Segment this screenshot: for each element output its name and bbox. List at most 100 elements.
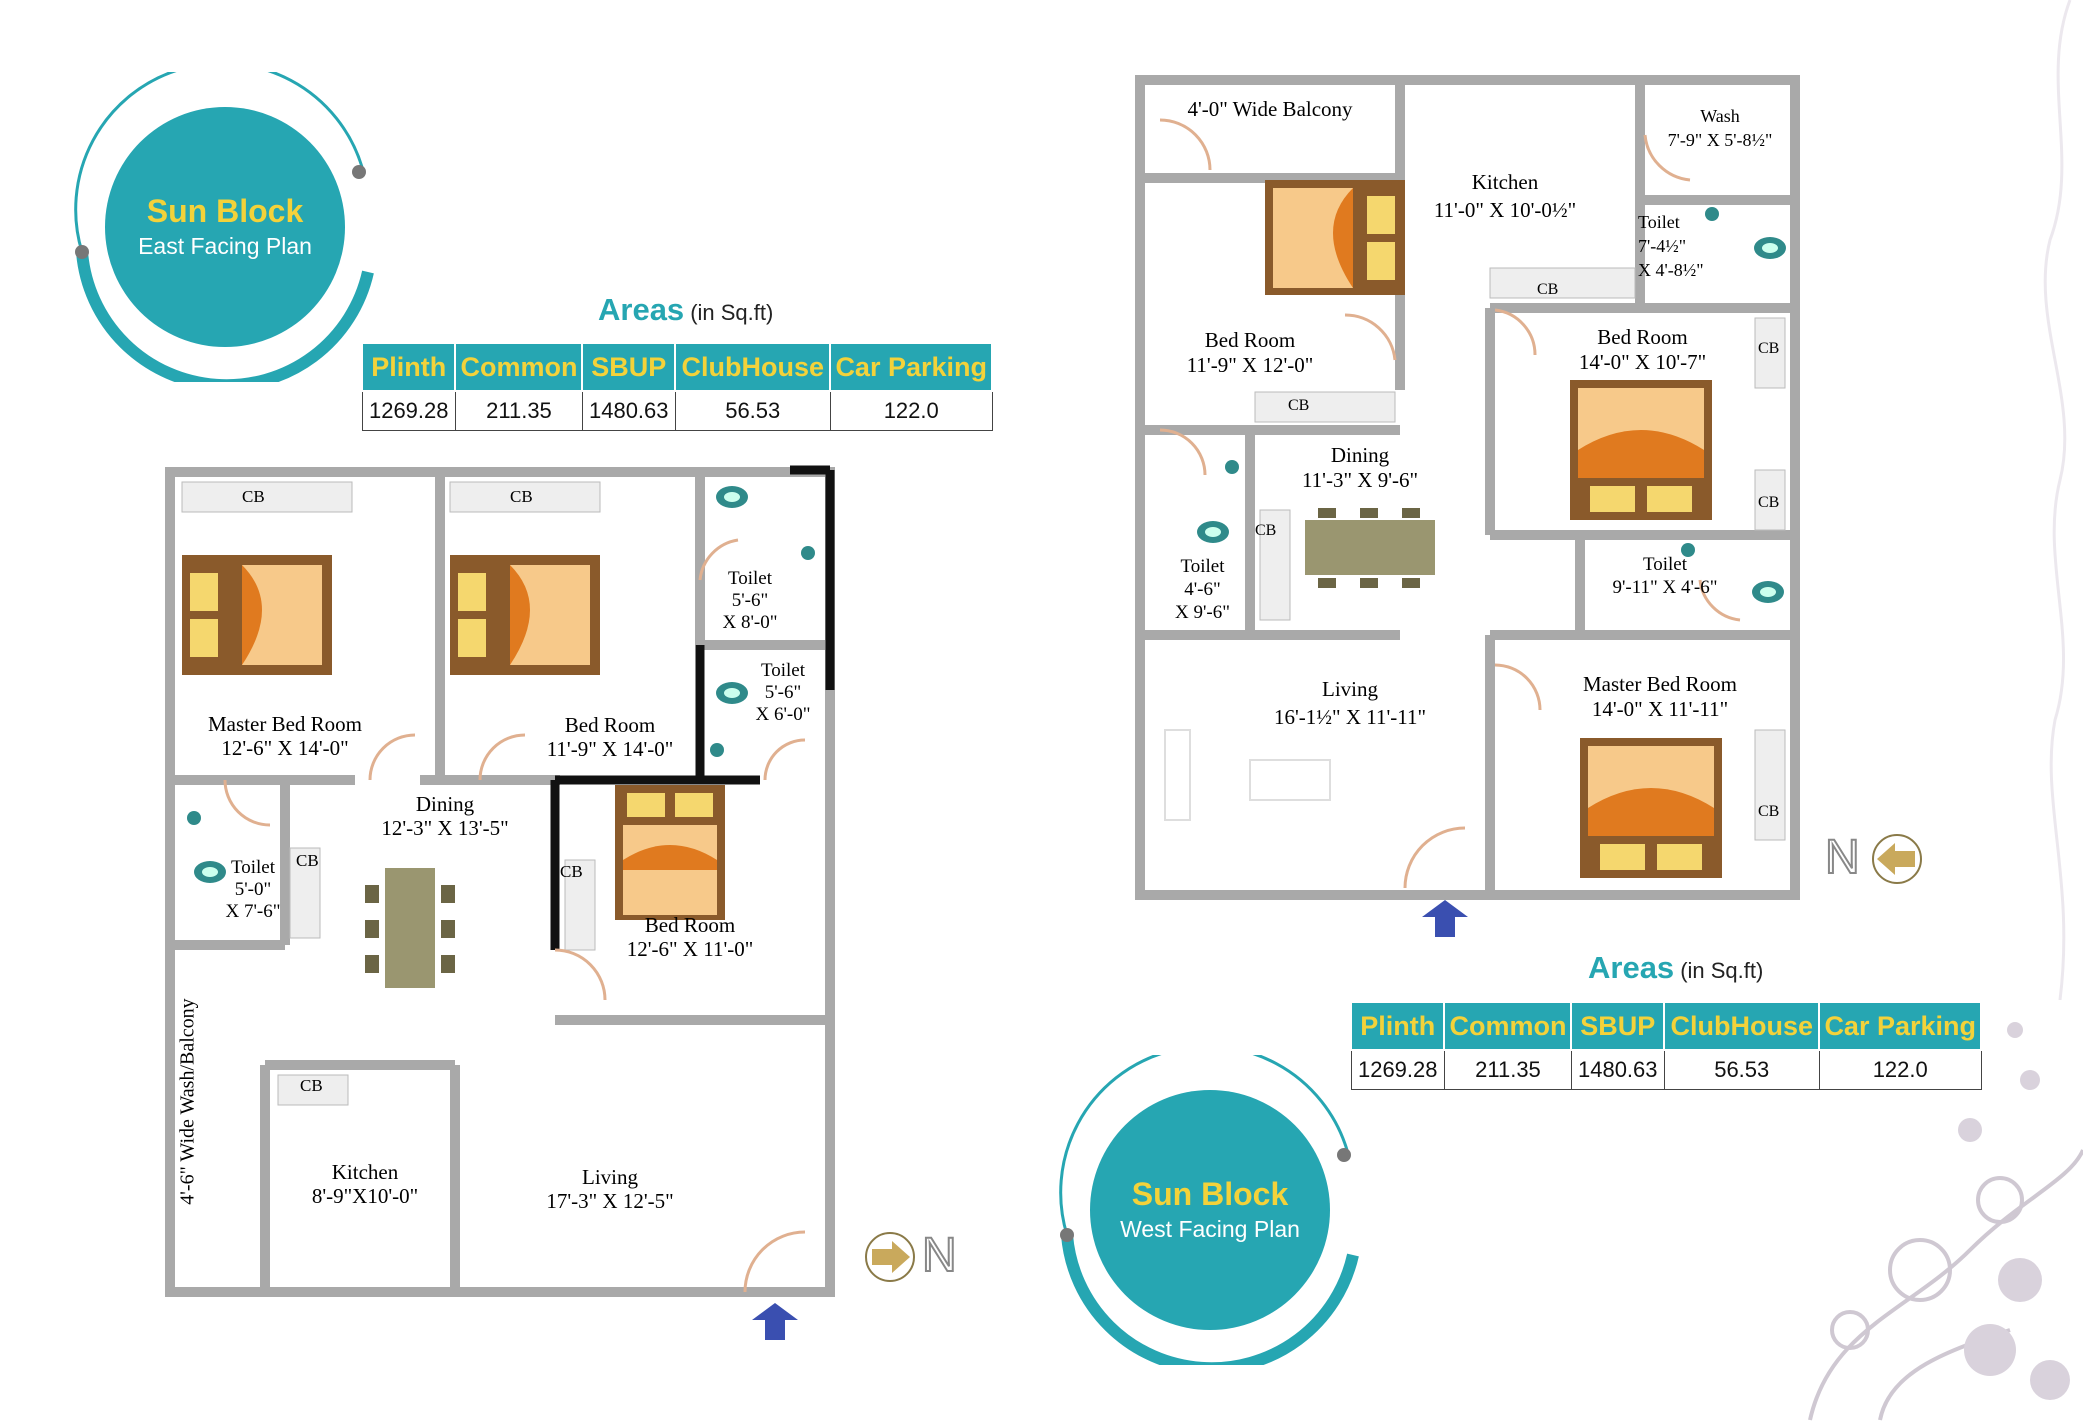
east-bed2-icon: [615, 785, 725, 920]
west-toilet1-dim1: 7'-4½": [1638, 236, 1687, 256]
east-badge: Sun Block East Facing Plan: [70, 72, 380, 382]
east-dining-size: 12'-3" X 13'-5": [381, 816, 509, 840]
east-cb-label-3: CB: [296, 851, 319, 870]
east-black-walls: [550, 465, 835, 950]
west-areas-table: Plinth Common SBUP ClubHouse Car Parking…: [1349, 1001, 1982, 1090]
east-bed2-name: Bed Room: [644, 913, 736, 937]
west-living-name: Living: [1322, 677, 1378, 701]
east-badge-title: Sun Block: [146, 192, 304, 229]
east-toilet3-label: Toilet 5'-0" X 7'-6": [213, 857, 293, 923]
west-toilet2-wc-icon: [1197, 521, 1229, 543]
east-cb-label-4: CB: [560, 862, 583, 881]
east-wardrobes: [181, 481, 601, 1106]
east-toilet3-dim1: 5'-0": [234, 879, 272, 900]
east-areas-col-clubhouse: ClubHouse: [674, 342, 832, 392]
west-areas-val-plinth: 1269.28: [1350, 1049, 1445, 1090]
west-north-indicator: N: [1824, 830, 1935, 885]
west-toilet2-label: Toilet 4'-6" X 9'-6": [1155, 555, 1250, 624]
east-badge-disc: Sun Block East Facing Plan: [105, 107, 345, 347]
east-areas-val-clubhouse: 56.53: [674, 390, 831, 431]
west-cb-label-3: CB: [1758, 340, 1780, 357]
west-master-bed-icon: [1580, 738, 1722, 878]
west-bed2-size: 14'-0" X 10'-7": [1578, 350, 1707, 374]
east-kitchen-name: Kitchen: [331, 1160, 399, 1184]
east-toilet3-dim2: X 7'-6": [225, 901, 281, 922]
east-areas-header-row: Plinth Common SBUP ClubHouse Car Parking: [360, 342, 993, 392]
west-toilet2-name: Toilet: [1180, 556, 1225, 577]
east-toilet2-label: Toilet 5'-6" X 6'-0": [738, 660, 828, 726]
east-areas-value-row: 1269.28 211.35 1480.63 56.53 122.0: [361, 390, 993, 431]
west-master-bed-label: Master Bed Room 14'-0" X 11'-11": [1545, 672, 1775, 722]
east-cb-label-5: CB: [300, 1076, 323, 1095]
east-areas-val-common: 211.35: [454, 390, 583, 431]
west-walls: [1135, 75, 1800, 900]
east-walls: [165, 467, 835, 1297]
east-bed1-label: Bed Room 11'-9" X 14'-0": [500, 713, 720, 761]
east-kitchen-label: Kitchen 8'-9"X10'-0": [285, 1160, 445, 1208]
east-toilet2-basin-icon: [710, 743, 724, 757]
west-kitchen-label: Kitchen 11'-0" X 10'-0½": [1420, 168, 1590, 224]
west-badge-subtitle: West Facing Plan: [1120, 1216, 1300, 1243]
west-north-label: N: [1824, 830, 1861, 885]
floral-decoration: [1808, 1022, 2083, 1421]
west-areas-header-row: Plinth Common SBUP ClubHouse Car Parking: [1349, 1001, 1982, 1051]
west-bed1-label: Bed Room 11'-9" X 12'-0": [1160, 328, 1340, 378]
west-bed1-size: 11'-9" X 12'-0": [1186, 353, 1314, 377]
west-areas-col-sbup: SBUP: [1570, 1001, 1666, 1051]
west-bed1-icon: [1265, 180, 1405, 295]
west-areas-col-clubhouse: ClubHouse: [1663, 1001, 1821, 1051]
west-areas-val-car-parking: 122.0: [1818, 1049, 1982, 1090]
west-cb-label-2: CB: [1288, 397, 1310, 414]
west-toilet3-wc-icon: [1752, 581, 1784, 603]
west-cb-label-1: CB: [1537, 281, 1559, 298]
east-living-size: 17'-3" X 12'-5": [546, 1189, 674, 1213]
east-areas-col-common: Common: [454, 342, 584, 392]
east-toilet1-dim1: 5'-6": [731, 590, 769, 611]
west-areas-val-common: 211.35: [1443, 1049, 1572, 1090]
east-toilet2-dim2: X 6'-0": [755, 704, 811, 725]
east-areas-heading: Areas(in Sq.ft): [598, 292, 773, 328]
east-areas-col-plinth: Plinth: [360, 342, 457, 392]
west-toilet1-basin-icon: [1705, 207, 1719, 221]
east-floor-plan: [165, 465, 835, 1340]
west-toilet3-basin-icon: [1681, 543, 1695, 557]
west-toilet2-basin-icon: [1225, 460, 1239, 474]
east-areas-val-car-parking: 122.0: [829, 390, 993, 431]
west-toilet3-name: Toilet: [1642, 554, 1688, 575]
west-cb-label-5: CB: [1255, 522, 1277, 539]
west-master-bed-name: Master Bed Room: [1583, 672, 1737, 696]
east-toilet1-dim2: X 8'-0": [722, 612, 778, 633]
east-bed1-icon: [450, 555, 600, 675]
west-dining-size: 11'-3" X 9'-6": [1301, 468, 1419, 492]
west-floor-plan: [1135, 75, 1800, 937]
east-dining-table-icon: [365, 868, 455, 988]
east-dining-label: Dining 12'-3" X 13'-5": [360, 792, 530, 840]
west-toilet1-label: Toilet 7'-4½" X 4'-8½": [1638, 210, 1718, 282]
east-toilet2-name: Toilet: [760, 660, 806, 681]
west-toilet2-dim2: X 9'-6": [1175, 602, 1230, 623]
west-toilet1-wc-icon: [1754, 237, 1786, 259]
east-toilet3-basin-icon: [187, 811, 201, 825]
west-areas-heading: Areas(in Sq.ft): [1588, 950, 1763, 986]
floral-edge-decoration: [2043, 0, 2072, 1000]
east-north-label: N: [921, 1228, 958, 1283]
east-bed2-size: 12'-6" X 11'-0": [626, 937, 754, 961]
east-areas-unit: (in Sq.ft): [690, 300, 774, 325]
east-balcony-label: 4'-6" Wide Wash/Balcony: [176, 998, 199, 1205]
east-door-swings: [223, 538, 806, 1293]
east-toilet1-wc-icon: [716, 486, 748, 508]
east-bed1-name: Bed Room: [564, 713, 656, 737]
west-wash-label: Wash 7'-9" X 5'-8½": [1650, 104, 1790, 152]
east-master-bed-icon: [182, 555, 332, 675]
west-living-size: 16'-1½" X 11'-11": [1273, 705, 1427, 729]
west-bed1-name: Bed Room: [1204, 328, 1296, 352]
west-toilet1-name: Toilet: [1638, 212, 1680, 232]
west-bed2-label: Bed Room 14'-0" X 10'-7": [1550, 325, 1735, 375]
east-master-bed-name: Master Bed Room: [208, 712, 362, 736]
west-toilet1-dim2: X 4'-8½": [1638, 260, 1704, 280]
west-wash-size: 7'-9" X 5'-8½": [1667, 130, 1773, 150]
west-badge-title: Sun Block: [1131, 1175, 1289, 1212]
west-toilet3-size: 9'-11" X 4'-6": [1612, 577, 1718, 598]
west-areas-unit: (in Sq.ft): [1680, 958, 1764, 983]
west-entry-arrow-icon: [1422, 900, 1468, 937]
